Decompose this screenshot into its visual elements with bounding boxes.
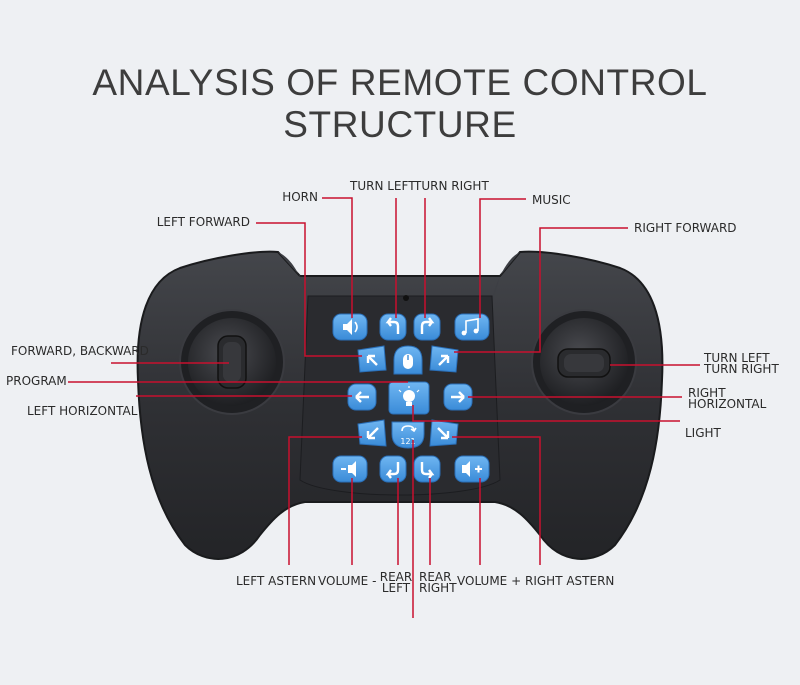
right-joystick[interactable]: [531, 309, 637, 415]
label-right-horizontal-line2: HORIZONTAL: [688, 397, 767, 411]
label-right-horizontal: RIGHT HORIZONTAL: [688, 386, 767, 411]
label-turn-left-turn-right: TURN LEFT TURN RIGHT: [704, 351, 779, 376]
right-forward-button[interactable]: [429, 345, 459, 373]
leader-music: [479, 198, 526, 318]
leader-left-astern: [288, 436, 362, 565]
curved-arrow-left-icon: [385, 317, 400, 334]
leader-light: [412, 405, 680, 422]
label-volume-minus: VOLUME -: [318, 574, 377, 588]
volume-plus-icon: [462, 461, 482, 477]
horn-button[interactable]: [332, 313, 368, 341]
label-turn-right: TURN RIGHT: [414, 179, 489, 193]
curved-arrow-down-right-icon: [420, 462, 435, 479]
lightbulb-icon: [398, 386, 420, 406]
label-right-astern: RIGHT ASTERN: [525, 574, 615, 588]
right-horizontal-button[interactable]: [443, 383, 473, 411]
label-music: MUSIC: [532, 193, 571, 207]
program-cycle-text: 121: [400, 437, 415, 446]
label-rear-right-line2: RIGHT: [419, 581, 457, 595]
left-astern-button[interactable]: [357, 419, 387, 447]
label-light: LIGHT: [685, 426, 721, 440]
label-rear-left: REAR LEFT: [378, 570, 414, 595]
mouse-icon: [403, 354, 413, 369]
arrow-up-right-icon: [438, 354, 450, 366]
label-turn-right-line: TURN RIGHT: [704, 362, 779, 376]
label-rear-right-line1: REAR: [419, 570, 452, 584]
volume-plus-button[interactable]: [454, 455, 490, 483]
label-rear-left-line1: REAR: [379, 570, 413, 584]
page-title: ANALYSIS OF REMOTE CONTROL STRUCTURE: [92, 62, 708, 145]
arrow-right-icon: [451, 391, 465, 403]
right-astern-button[interactable]: [429, 419, 459, 447]
arrow-down-left-icon: [366, 427, 379, 440]
program-cycle-button[interactable]: 121: [391, 421, 425, 449]
leader-right-forward: [454, 227, 628, 353]
leader-lines: [68, 197, 700, 618]
speaker-icon: [343, 319, 358, 335]
label-left-astern: LEFT ASTERN: [236, 574, 317, 588]
arrow-down-right-icon: [437, 427, 450, 440]
turn-left-button[interactable]: [379, 313, 407, 341]
label-left-horizontal: LEFT HORIZONTAL: [27, 404, 138, 418]
label-horn: HORN: [282, 190, 318, 204]
left-forward-button[interactable]: [357, 345, 387, 373]
leader-left-forward: [256, 222, 362, 357]
label-right-forward: RIGHT FORWARD: [634, 221, 737, 235]
label-left-forward: LEFT FORWARD: [156, 215, 250, 229]
curved-arrow-right-icon: [420, 317, 435, 334]
music-note-icon: [461, 318, 479, 336]
label-rear-right: REAR RIGHT: [419, 570, 457, 595]
music-button[interactable]: [454, 313, 490, 341]
leader-right-astern: [452, 436, 541, 565]
leader-horn: [322, 197, 353, 318]
rear-left-button[interactable]: [379, 455, 407, 483]
indicator-led: [403, 295, 409, 301]
arrow-left-icon: [355, 391, 369, 403]
label-forward-backward: FORWARD, BACKWARD: [11, 344, 149, 358]
rear-right-button[interactable]: [413, 455, 441, 483]
program-button[interactable]: [393, 345, 423, 375]
label-rear-left-line2: LEFT: [381, 581, 411, 595]
turn-right-button[interactable]: [413, 313, 441, 341]
loop-icon: [401, 425, 417, 433]
label-right-horizontal-line1: RIGHT: [688, 386, 726, 400]
left-horizontal-button[interactable]: [347, 383, 377, 411]
light-button[interactable]: [388, 381, 430, 415]
curved-arrow-down-left-icon: [385, 462, 400, 479]
volume-minus-icon: [341, 461, 356, 477]
label-program: PROGRAM: [6, 374, 67, 388]
left-joystick[interactable]: [179, 309, 285, 415]
label-turn-left-line: TURN LEFT: [704, 351, 770, 365]
volume-minus-button[interactable]: [332, 455, 368, 483]
arrow-up-left-icon: [366, 354, 378, 366]
label-volume-plus: VOLUME +: [457, 574, 522, 588]
label-turn-left: TURN LEFT: [350, 179, 416, 193]
